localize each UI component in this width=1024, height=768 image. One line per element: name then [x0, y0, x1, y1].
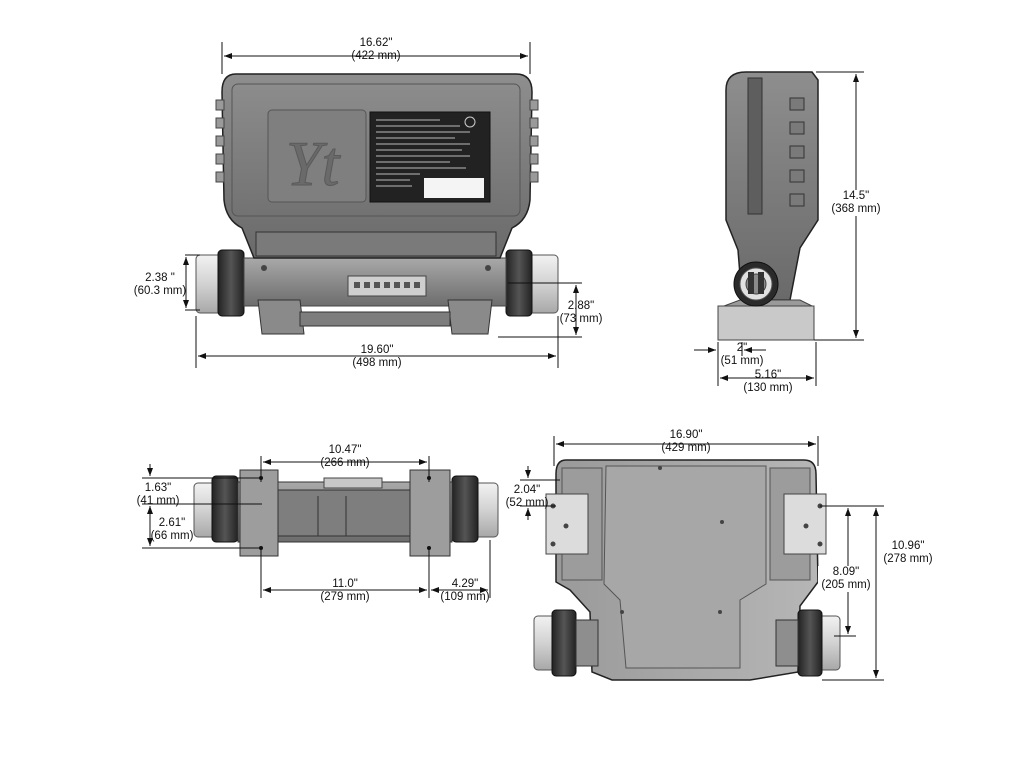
yt-logo: Yt — [286, 128, 342, 199]
bottom-top-span-metric: (266 mm) — [320, 457, 370, 469]
side-total-depth-label: 5.16" (130 mm) — [736, 369, 800, 395]
front-right-foot — [447, 299, 493, 335]
rear-width-metric: (429 mm) — [661, 442, 711, 454]
rear-height-inner-label: 8.09" (205 mm) — [818, 566, 874, 592]
front-left-pipe-height-metric: (60.3 mm) — [133, 285, 187, 297]
bottom-top-span-label: 10.47" (266 mm) — [313, 444, 377, 470]
rear-dimension-lines — [520, 436, 884, 681]
rear-bracket-offset-label: 2.04" (52 mm) — [500, 484, 554, 510]
side-foot-depth-metric: (51 mm) — [720, 355, 764, 367]
left-union-nut — [217, 249, 245, 317]
logo-panel — [267, 109, 367, 203]
side-foot-depth-imperial: 2" — [736, 342, 748, 354]
rear-right-union — [797, 609, 823, 677]
front-top-width-imperial: 16.62" — [359, 37, 393, 49]
front-center-base — [299, 311, 451, 327]
front-bottom-width-metric: (498 mm) — [352, 357, 402, 369]
side-base — [717, 305, 815, 341]
front-right-pipe-height-label: 2.88" (73 mm) — [553, 300, 609, 326]
side-height-imperial: 14.5" — [842, 190, 870, 202]
brand-emblem — [464, 116, 476, 128]
bottom-offset-1-metric: (41 mm) — [136, 495, 180, 507]
rear-height-outer-imperial: 10.96" — [891, 540, 925, 552]
bottom-right-span-metric: (109 mm) — [440, 591, 490, 603]
front-right-pipe-height-imperial: 2.88" — [567, 300, 595, 312]
bottom-offset-2-metric: (66 mm) — [150, 530, 194, 542]
front-left-foot — [257, 299, 305, 335]
side-view — [694, 71, 864, 386]
bottom-left-union — [211, 475, 239, 543]
rear-height-inner-metric: (205 mm) — [821, 579, 871, 591]
rear-left-union — [551, 609, 577, 677]
bottom-offset-1-label: 1.63" (41 mm) — [130, 482, 186, 508]
housing-side-ribs — [215, 99, 539, 183]
front-bottom-width-label: 19.60" (498 mm) — [342, 344, 412, 370]
rear-width-label: 16.90" (429 mm) — [654, 429, 718, 455]
bottom-offset-1-imperial: 1.63" — [144, 482, 172, 494]
front-bottom-width-imperial: 19.60" — [360, 344, 394, 356]
rear-view — [520, 436, 884, 681]
bottom-view — [142, 456, 499, 598]
front-right-pipe-height-metric: (73 mm) — [559, 313, 603, 325]
bottom-span-metric: (279 mm) — [320, 591, 370, 603]
bottom-offset-2-imperial: 2.61" — [158, 517, 186, 529]
side-total-depth-metric: (130 mm) — [743, 382, 793, 394]
bottom-top-span-imperial: 10.47" — [328, 444, 362, 456]
bottom-right-span-label: 4.29" (109 mm) — [434, 578, 496, 604]
front-top-width-label: 16.62" (422 mm) — [341, 37, 411, 63]
bottom-dimension-lines — [142, 456, 491, 598]
bottom-right-bracket — [409, 469, 451, 557]
rear-bracket-offset-metric: (52 mm) — [505, 497, 549, 509]
bottom-span-imperial: 11.0" — [332, 578, 358, 590]
front-view: Yt — [183, 42, 582, 368]
bottom-right-span-imperial: 4.29" — [451, 578, 479, 590]
side-foot-depth-label: 2" (51 mm) — [716, 342, 768, 368]
bottom-offset-2-label: 2.61" (66 mm) — [146, 517, 198, 543]
bottom-right-union — [451, 475, 479, 543]
rear-bracket-offset-imperial: 2.04" — [513, 484, 541, 496]
side-height-label: 14.5" (368 mm) — [826, 190, 886, 216]
rear-height-inner-imperial: 8.09" — [832, 566, 860, 578]
heater-tube — [243, 257, 507, 307]
bottom-span-label: 11.0" (279 mm) — [313, 578, 377, 604]
side-height-metric: (368 mm) — [831, 203, 881, 215]
serial-number-box — [424, 178, 484, 198]
front-top-width-metric: (422 mm) — [351, 50, 401, 62]
bottom-left-bracket — [239, 469, 279, 557]
front-left-pipe-height-label: 2.38 " (60.3 mm) — [128, 272, 192, 298]
front-dimension-lines — [183, 42, 582, 368]
rear-width-imperial: 16.90" — [669, 429, 703, 441]
side-total-depth-imperial: 5.16" — [754, 369, 782, 381]
rear-height-outer-label: 10.96" (278 mm) — [876, 540, 940, 566]
rear-height-outer-metric: (278 mm) — [883, 553, 933, 565]
front-left-pipe-height-imperial: 2.38 " — [145, 272, 175, 284]
spec-label-text-lines — [376, 119, 470, 187]
